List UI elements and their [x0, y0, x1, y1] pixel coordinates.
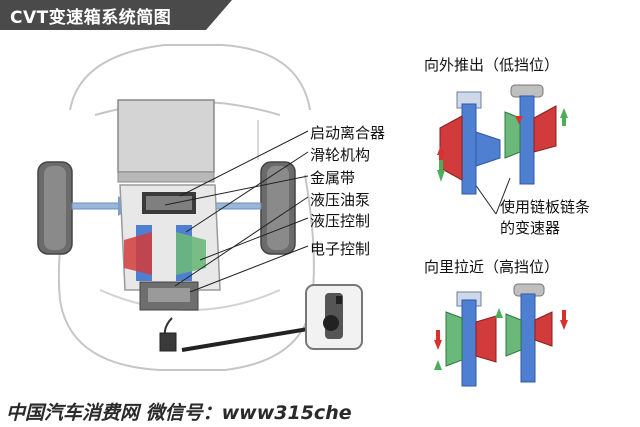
cvt-low-gear-detail: [437, 84, 568, 195]
label-pulley: 滑轮机构: [310, 146, 371, 164]
diagram-title: CVT变速箱系统简图: [10, 8, 172, 28]
transmission-housing: [119, 184, 221, 311]
cvt-high-gear-detail: [434, 283, 568, 387]
header-low-gear: 向外推出（低挡位）: [424, 56, 560, 74]
leader-lines: [164, 130, 511, 293]
watermark: 中国汽车消费网 微信号：www315che: [6, 402, 352, 424]
label-clutch: 启动离合器: [310, 124, 386, 142]
engine-block: [117, 99, 215, 173]
shifter-panel: [305, 284, 363, 350]
chain-note-line1: 使用链板链条: [500, 198, 591, 216]
ecu-module: [159, 332, 177, 352]
label-belt: 金属带: [310, 169, 356, 187]
title-bar: [0, 0, 232, 30]
label-hydraulic-control: 液压控制: [310, 212, 371, 230]
header-high-gear: 向里拉近（高挡位）: [424, 258, 560, 276]
label-electronic-control: 电子控制: [310, 240, 371, 258]
label-pump: 液压油泵: [310, 191, 371, 209]
front-wheels: [37, 161, 296, 255]
chain-note-line2: 的变速器: [500, 219, 561, 237]
